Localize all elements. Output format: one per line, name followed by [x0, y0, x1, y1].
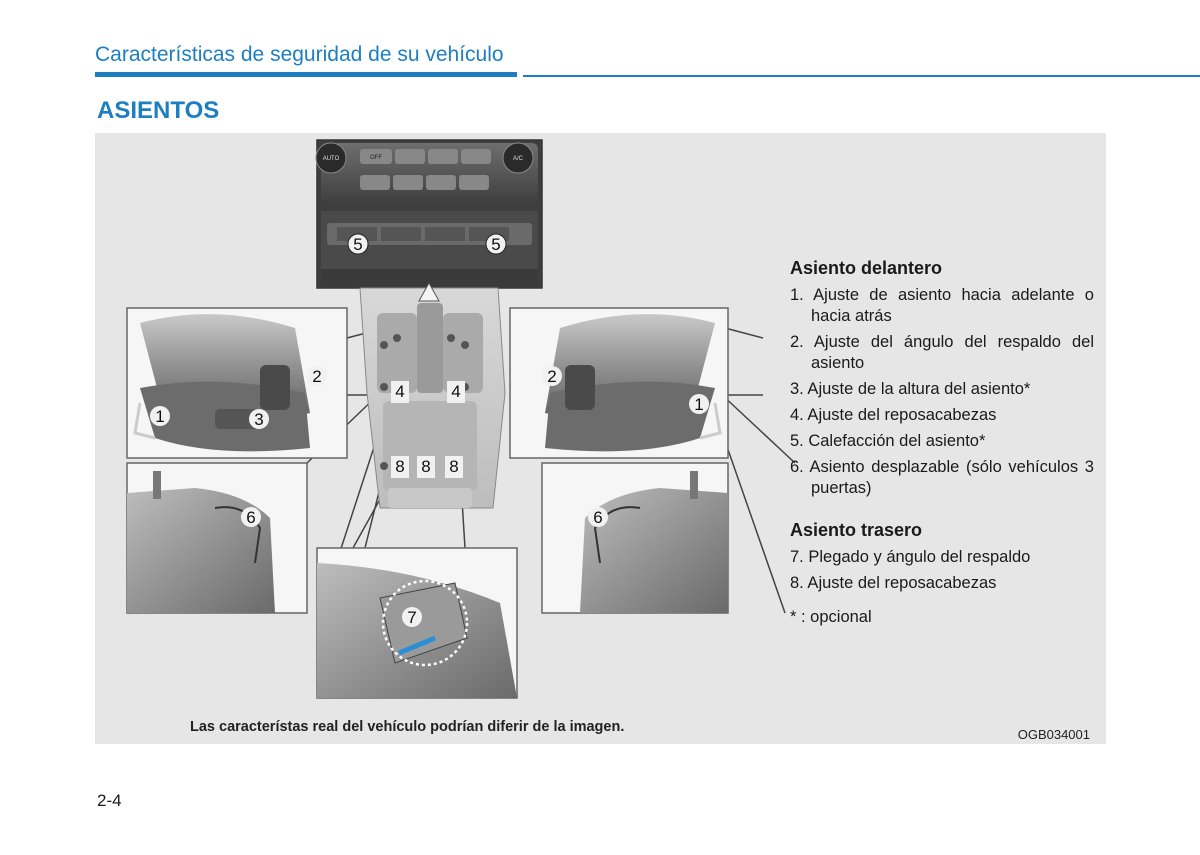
- legend: Asiento delantero 1. Ajuste de asiento h…: [790, 258, 1094, 627]
- off-label: OFF: [370, 155, 382, 161]
- callout-7: 7: [402, 607, 422, 627]
- optional-note: * : opcional: [790, 608, 872, 626]
- svg-text:6: 6: [593, 508, 602, 527]
- svg-text:7: 7: [407, 608, 416, 627]
- legend-item: 3. Ajuste de la altura del asiento*: [790, 380, 1031, 398]
- callout-4-right: 4: [447, 381, 465, 403]
- callout-2-left: 2: [307, 366, 327, 386]
- svg-text:5: 5: [491, 235, 500, 254]
- svg-text:4: 4: [395, 382, 404, 401]
- legend-item: 7. Plegado y ángulo del respaldo: [790, 548, 1031, 566]
- seat-slide-left-box: 6: [126, 462, 308, 614]
- figure-caption: Las característas real del vehículo podr…: [190, 719, 625, 735]
- callout-1-left: 1: [150, 406, 170, 426]
- ac-label: A/C: [513, 156, 524, 162]
- rear-seat-fold-box: 7: [316, 547, 518, 699]
- front-seat-right-box: 2 1: [509, 307, 729, 459]
- rear-seat-list: 7. Plegado y ángulo del respaldo 8. Ajus…: [790, 547, 1094, 594]
- figure-panel: AUTO A/C OFF 5 5: [95, 133, 1106, 744]
- legend-item: 2. Ajuste del ángulo del respaldo del as…: [790, 333, 1094, 372]
- svg-text:5: 5: [353, 235, 362, 254]
- header-rule-thick: [95, 72, 517, 77]
- callout-8-left: 8: [391, 456, 409, 478]
- svg-text:1: 1: [155, 407, 164, 426]
- car-interior-top-view: 4 4 8 8 8: [359, 281, 506, 509]
- svg-text:8: 8: [449, 457, 458, 476]
- seat-adjustment-illustration: AUTO A/C OFF 5 5: [126, 139, 796, 699]
- front-seat-left-box: 2 1 3: [126, 307, 348, 459]
- svg-text:8: 8: [395, 457, 404, 476]
- svg-text:4: 4: [451, 382, 460, 401]
- page-header-title: Características de seguridad de su vehíc…: [95, 43, 504, 66]
- legend-item: 4. Ajuste del reposacabezas: [790, 406, 997, 424]
- climate-panel: AUTO A/C OFF 5 5: [315, 139, 543, 289]
- header-rule-thin: [523, 75, 1200, 77]
- legend-item: 8. Ajuste del reposacabezas: [790, 574, 997, 592]
- page-number: 2-4: [97, 791, 122, 810]
- svg-text:3: 3: [254, 410, 263, 429]
- legend-item: 1. Ajuste de asiento hacia adelante o ha…: [790, 286, 1094, 325]
- callout-8-right: 8: [445, 456, 463, 478]
- callout-8-middle: 8: [417, 456, 435, 478]
- rear-seat-heading: Asiento trasero: [790, 520, 923, 540]
- svg-text:2: 2: [547, 367, 556, 386]
- callout-5-left: 5: [347, 233, 369, 255]
- callout-4-left: 4: [391, 381, 409, 403]
- legend-item: 6. Asiento desplazable (sólo vehículos 3…: [790, 458, 1094, 497]
- front-seat-heading: Asiento delantero: [790, 258, 943, 278]
- svg-text:6: 6: [246, 508, 255, 527]
- callout-5-right: 5: [485, 233, 507, 255]
- front-seat-list: 1. Ajuste de asiento hacia adelante o ha…: [790, 285, 1094, 499]
- callout-3-left: 3: [249, 409, 269, 429]
- callout-6-left: 6: [241, 507, 261, 527]
- svg-text:2: 2: [312, 367, 321, 386]
- legend-item: 5. Calefacción del asiento*: [790, 432, 986, 450]
- callout-6-right: 6: [588, 507, 608, 527]
- section-title: ASIENTOS: [97, 97, 220, 124]
- seat-slide-right-box: 6: [541, 462, 729, 614]
- svg-text:1: 1: [694, 395, 703, 414]
- auto-label: AUTO: [323, 156, 340, 162]
- callout-2-right: 2: [542, 366, 562, 386]
- figure-code: OGB034001: [1017, 727, 1090, 742]
- svg-text:8: 8: [421, 457, 430, 476]
- callout-1-right: 1: [689, 394, 709, 414]
